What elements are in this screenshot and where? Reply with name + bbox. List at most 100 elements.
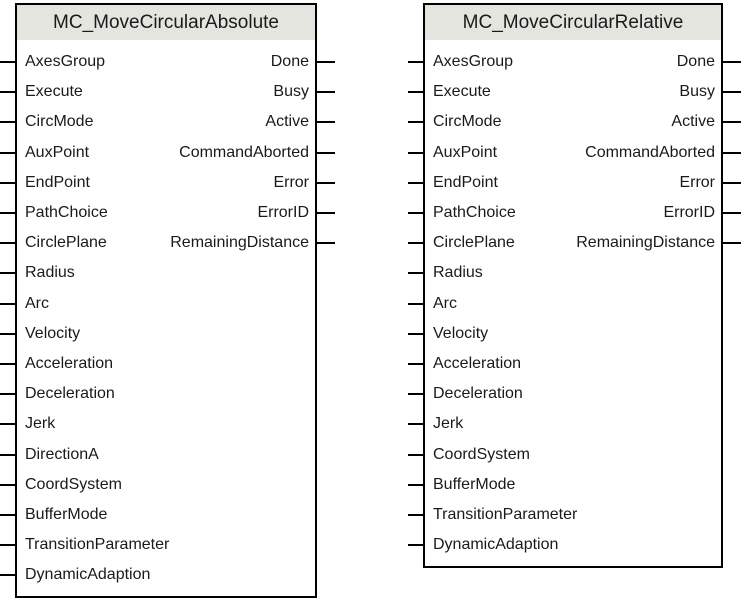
output-pin-stub [723, 91, 741, 94]
pin-row: Velocity [408, 319, 721, 349]
pin-row: Deceleration [408, 379, 721, 409]
output-pin-label: Done [270, 53, 309, 71]
input-pin-stub [0, 121, 15, 124]
input-pin-label: Jerk [433, 415, 464, 433]
output-pin-stub [317, 151, 335, 154]
input-pin-stub [0, 513, 15, 516]
output-pin-stub [317, 242, 335, 245]
input-pin-label: BufferMode [433, 475, 516, 493]
block-title: MC_MoveCircularAbsolute [17, 5, 315, 40]
output-pin-label: CommandAborted [179, 143, 309, 161]
pin-row: Deceleration [0, 379, 315, 409]
input-pin-label: TransitionParameter [433, 505, 578, 523]
output-pin-stub [723, 61, 741, 64]
input-pin-label: EndPoint [433, 173, 498, 191]
input-pin-label: Deceleration [25, 385, 115, 403]
input-pin-label: DynamicAdaption [25, 566, 151, 584]
input-pin-stub [408, 544, 423, 547]
pin-row: CoordSystem [0, 470, 315, 500]
input-pin-label: CirclePlane [25, 234, 107, 252]
input-pin-label: CoordSystem [25, 475, 122, 493]
input-pin-stub [408, 332, 423, 335]
input-pin-stub [0, 272, 15, 275]
input-pin-label: Execute [25, 83, 83, 101]
input-pin-stub [408, 242, 423, 245]
output-pin-stub [317, 212, 335, 215]
pin-row: AxesGroup Done [408, 47, 741, 77]
input-pin-label: Radius [25, 264, 75, 282]
output-pin-stub [723, 242, 741, 245]
pin-row: EndPoint Error [0, 168, 335, 198]
input-pin-stub [408, 423, 423, 426]
input-pin-label: CirclePlane [433, 234, 515, 252]
pin-row: PathChoice ErrorID [0, 198, 335, 228]
output-pin-label: Active [671, 113, 715, 131]
input-pin-stub [0, 544, 15, 547]
input-pin-label: CoordSystem [433, 445, 530, 463]
input-pin-stub [408, 151, 423, 154]
output-pin-label: Error [273, 173, 309, 191]
input-pin-label: PathChoice [433, 204, 516, 222]
pin-row: CoordSystem [408, 439, 721, 469]
output-pin-stub [723, 151, 741, 154]
input-pin-label: CircMode [25, 113, 94, 131]
input-pin-label: Radius [433, 264, 483, 282]
pin-row: BufferMode [0, 500, 315, 530]
output-pin-stub [723, 121, 741, 124]
pin-row: DynamicAdaption [408, 530, 721, 560]
output-pin-label: Busy [273, 83, 309, 101]
input-pin-stub [0, 61, 15, 64]
input-pin-stub [408, 212, 423, 215]
block-title: MC_MoveCircularRelative [425, 5, 721, 40]
pin-row: Radius [408, 258, 721, 288]
input-pin-stub [0, 362, 15, 365]
input-pin-stub [408, 393, 423, 396]
input-pin-label: DynamicAdaption [433, 536, 559, 554]
input-pin-label: CircMode [433, 113, 502, 131]
input-pin-stub [0, 393, 15, 396]
input-pin-label: Jerk [25, 415, 56, 433]
input-pin-stub [0, 212, 15, 215]
input-pin-label: EndPoint [25, 173, 90, 191]
pin-row: Jerk [0, 409, 315, 439]
input-pin-label: PathChoice [25, 204, 108, 222]
input-pin-stub [0, 91, 15, 94]
input-pin-stub [408, 91, 423, 94]
input-pin-stub [408, 272, 423, 275]
input-pin-label: BufferMode [25, 505, 108, 523]
pin-row: Acceleration [408, 349, 721, 379]
input-pin-label: AxesGroup [433, 53, 514, 71]
output-pin-label: RemainingDistance [576, 234, 715, 252]
input-pin-label: Execute [433, 83, 491, 101]
input-pin-stub [408, 483, 423, 486]
input-pin-label: Arc [433, 294, 457, 312]
pin-row: TransitionParameter [0, 530, 315, 560]
output-pin-label: Done [676, 53, 715, 71]
input-pin-stub [408, 61, 423, 64]
output-pin-stub [317, 61, 335, 64]
pin-row: DynamicAdaption [0, 560, 315, 590]
input-pin-label: Arc [25, 294, 49, 312]
input-pin-stub [408, 181, 423, 184]
output-pin-stub [317, 181, 335, 184]
pin-row: Arc [408, 289, 721, 319]
output-pin-stub [723, 181, 741, 184]
input-pin-stub [0, 574, 15, 577]
pin-row: Jerk [408, 409, 721, 439]
output-pin-label: ErrorID [257, 204, 309, 222]
input-pin-stub [0, 423, 15, 426]
output-pin-stub [317, 91, 335, 94]
input-pin-stub [408, 362, 423, 365]
input-pin-stub [0, 302, 15, 305]
input-pin-stub [0, 483, 15, 486]
pin-row: Execute Busy [0, 77, 335, 107]
